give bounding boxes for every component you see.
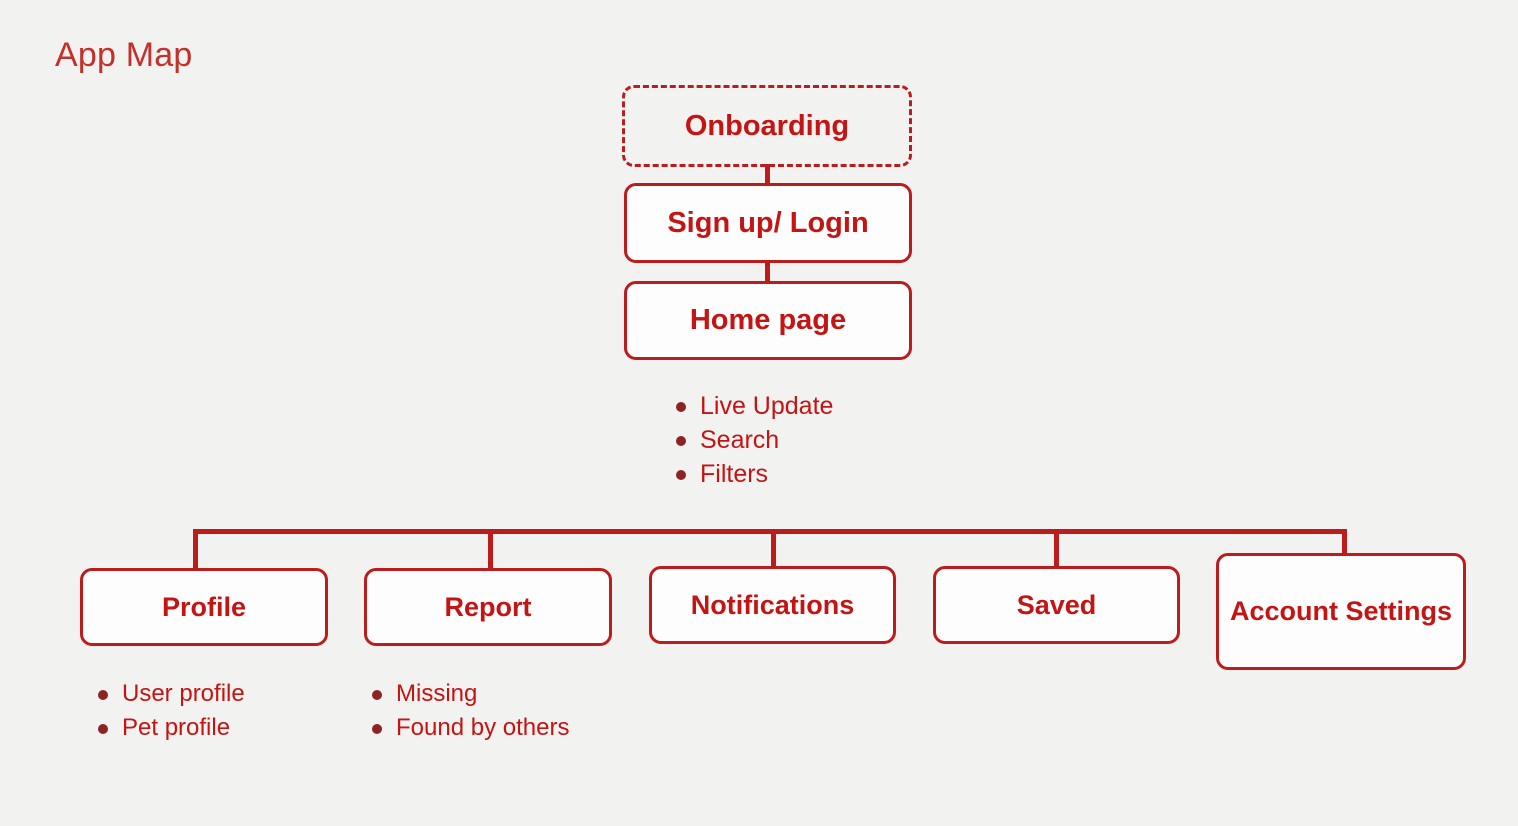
- node-account-settings[interactable]: Account Settings: [1216, 553, 1466, 670]
- list-item: Found by others: [370, 711, 569, 745]
- list-item: Live Update: [674, 389, 833, 423]
- node-notifications[interactable]: Notifications: [649, 566, 896, 644]
- node-signup-login[interactable]: Sign up/ Login: [624, 183, 912, 263]
- connector-signup-to-home: [765, 260, 770, 284]
- connector-drop-report: [488, 529, 493, 571]
- node-report-label: Report: [444, 591, 532, 622]
- connector-drop-saved: [1054, 529, 1059, 569]
- node-home-page-label: Home page: [689, 304, 847, 337]
- node-onboarding-label: Onboarding: [684, 109, 850, 142]
- connector-onboarding-to-signup: [765, 164, 770, 186]
- connector-horizontal-bus: [193, 529, 1347, 534]
- profile-sub-list: User profile Pet profile: [96, 677, 245, 745]
- connector-drop-account: [1342, 529, 1347, 557]
- connector-drop-profile: [193, 529, 198, 571]
- node-profile-label: Profile: [161, 591, 247, 622]
- list-item: Search: [674, 423, 833, 457]
- node-saved[interactable]: Saved: [933, 566, 1180, 644]
- node-report[interactable]: Report: [364, 568, 612, 646]
- node-onboarding[interactable]: Onboarding: [622, 85, 912, 167]
- report-sub-list: Missing Found by others: [370, 677, 569, 745]
- list-item: User profile: [96, 677, 245, 711]
- node-saved-label: Saved: [1016, 589, 1097, 620]
- home-page-feature-list: Live Update Search Filters: [674, 389, 833, 491]
- node-account-settings-label: Account Settings: [1229, 596, 1452, 627]
- list-item: Pet profile: [96, 711, 245, 745]
- node-profile[interactable]: Profile: [80, 568, 328, 646]
- connector-drop-notifications: [771, 529, 776, 569]
- node-notifications-label: Notifications: [690, 589, 855, 620]
- list-item: Filters: [674, 457, 833, 491]
- page-title: App Map: [55, 36, 193, 74]
- node-signup-login-label: Sign up/ Login: [667, 206, 869, 239]
- node-home-page[interactable]: Home page: [624, 281, 912, 360]
- list-item: Missing: [370, 677, 569, 711]
